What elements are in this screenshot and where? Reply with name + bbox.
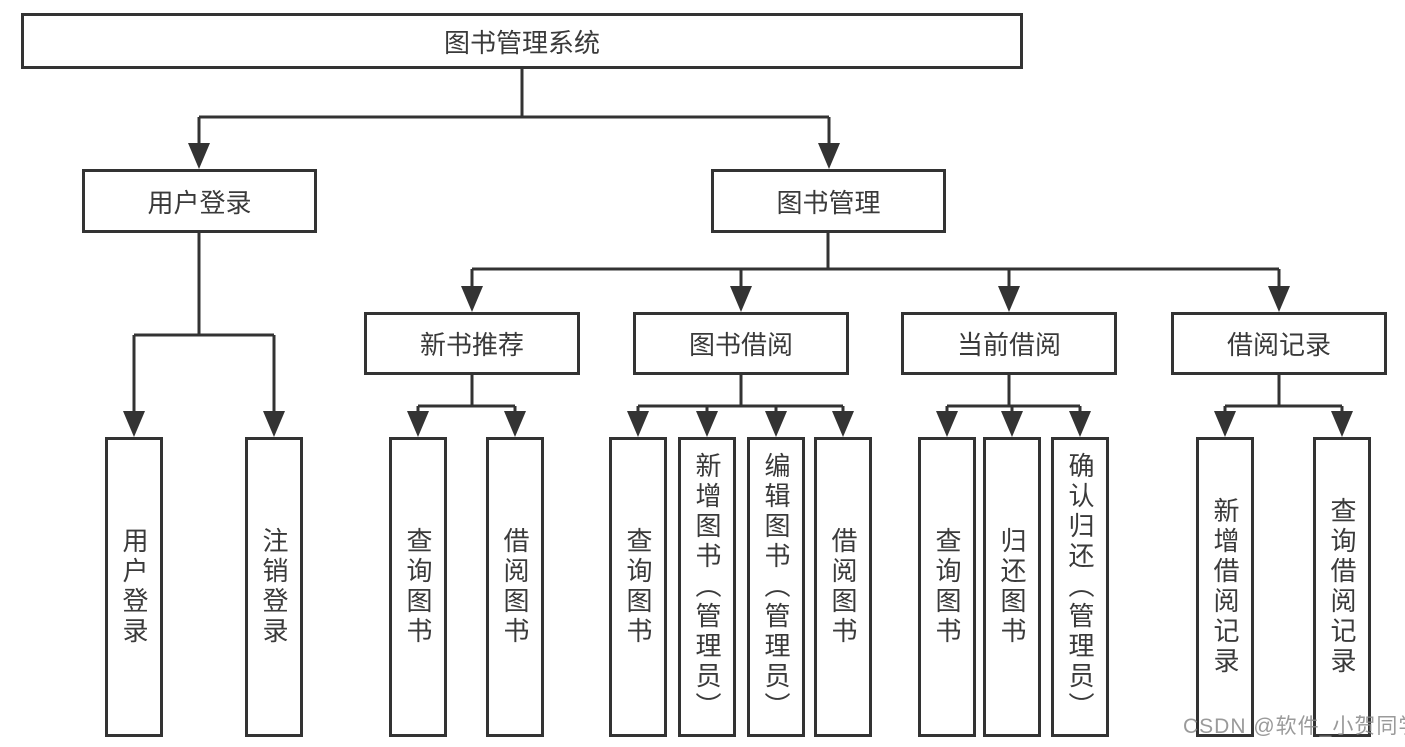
leaf-user-login: 用户登录 (105, 437, 163, 737)
leaf-query-borrow-record: 查询借阅记录 (1313, 437, 1371, 737)
leaf-query-books-borrow: 查询图书 (609, 437, 667, 737)
node-label: 当前借阅 (956, 330, 1061, 360)
node-current-borrow: 当前借阅 (901, 312, 1117, 375)
leaf-label: 新增借阅记录 (1210, 497, 1240, 677)
leaf-label: 查询图书 (403, 527, 433, 647)
leaf-return-book: 归还图书 (983, 437, 1041, 737)
csdn-watermark: CSDN @软件_小贺同学 (1183, 715, 1405, 738)
leaf-label: 编辑图书（管理员） (761, 452, 791, 722)
leaf-confirm-return-admin: 确认归还（管理员） (1051, 437, 1109, 737)
node-book-borrow: 图书借阅 (633, 312, 849, 375)
leaf-query-books-recommend: 查询图书 (389, 437, 447, 737)
node-label: 图书借阅 (688, 330, 793, 360)
leaf-label: 查询图书 (623, 527, 653, 647)
leaf-label: 确认归还（管理员） (1065, 452, 1095, 722)
leaf-add-borrow-record: 新增借阅记录 (1196, 437, 1254, 737)
node-library-management-system: 图书管理系统 (21, 13, 1023, 69)
leaf-label: 查询图书 (932, 527, 962, 647)
connector-current-borrow-to-leaves (936, 375, 1091, 437)
node-new-book-recommend: 新书推荐 (364, 312, 580, 375)
leaf-logout-login: 注销登录 (245, 437, 303, 737)
node-label: 图书管理系统 (443, 27, 600, 58)
leaf-label: 借阅图书 (500, 527, 530, 647)
leaf-label: 归还图书 (997, 527, 1027, 647)
leaf-edit-book-admin: 编辑图书（管理员） (747, 437, 805, 737)
connector-root-to-level2 (188, 69, 840, 169)
leaf-label: 注销登录 (259, 527, 289, 647)
connector-book-borrow-to-leaves (627, 375, 854, 437)
leaf-borrow-books: 借阅图书 (814, 437, 872, 737)
node-borrow-records: 借阅记录 (1171, 312, 1387, 375)
node-label: 新书推荐 (419, 330, 524, 360)
leaf-label: 查询借阅记录 (1327, 497, 1357, 677)
connector-borrow-records-to-leaves (1214, 375, 1353, 437)
leaf-add-book-admin: 新增图书（管理员） (678, 437, 736, 737)
connector-book-management-to-level3 (461, 233, 1290, 312)
leaf-borrow-books-recommend: 借阅图书 (486, 437, 544, 737)
leaf-label: 借阅图书 (828, 527, 858, 647)
connector-user-login-to-leaves (123, 233, 285, 437)
node-label: 图书管理 (776, 187, 881, 218)
leaf-label: 用户登录 (119, 527, 149, 647)
leaf-query-books-current: 查询图书 (918, 437, 976, 737)
node-user-login: 用户登录 (82, 169, 317, 233)
connector-new-book-to-leaves (407, 375, 526, 437)
leaf-label: 新增图书（管理员） (692, 452, 722, 722)
node-label: 用户登录 (147, 187, 252, 218)
node-label: 借阅记录 (1226, 330, 1331, 360)
node-book-management: 图书管理 (711, 169, 946, 233)
